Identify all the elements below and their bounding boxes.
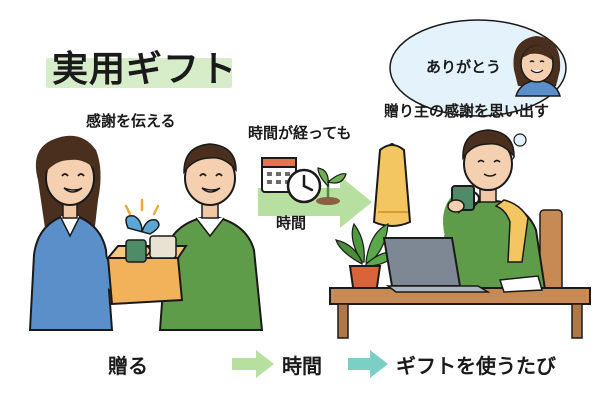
woman-giver <box>28 135 136 331</box>
woman-in-thought <box>513 36 561 97</box>
man-with-mug <box>438 129 563 297</box>
clock-icon <box>286 168 322 204</box>
flow-arrow-2 <box>348 350 388 378</box>
label-time: 時間 <box>276 214 307 232</box>
flow-step-each-use: ギフトを使うたび <box>396 354 556 378</box>
label-even-as-time-passes: 時間が経っても <box>248 124 352 142</box>
desk-with-laptop <box>329 237 591 339</box>
hanging-towel <box>372 143 412 227</box>
gift-box <box>105 198 188 306</box>
label-thank-you: ありがとう <box>426 58 502 76</box>
flow-step-give: 贈る <box>108 354 148 378</box>
label-convey-gratitude: 感謝を伝える <box>86 112 176 130</box>
flow-arrow-1 <box>232 350 274 378</box>
sprout-icon <box>316 167 347 205</box>
flow-step-time: 時間 <box>282 354 322 378</box>
page-title: 実用ギフト <box>52 49 238 90</box>
label-remember-giver: 贈り主の感謝を思い出す <box>384 102 550 120</box>
title-highlight <box>46 58 232 88</box>
